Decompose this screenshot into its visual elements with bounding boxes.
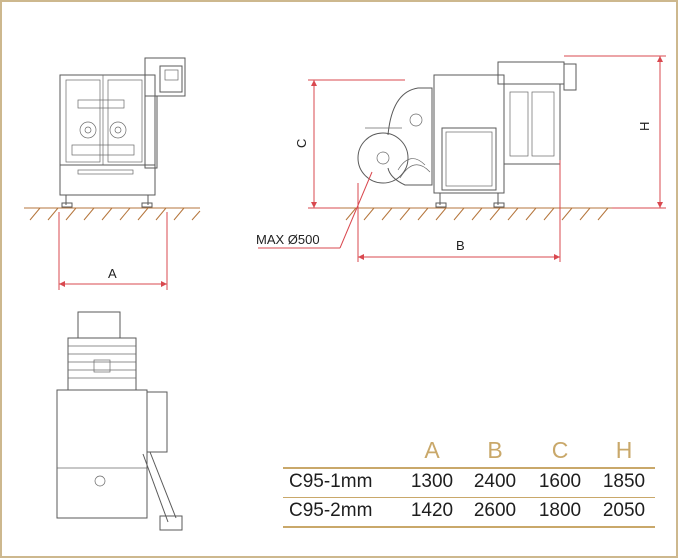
front-view: A: [24, 57, 201, 290]
top-view: [56, 311, 183, 531]
front-ground-hatch: [29, 207, 201, 221]
table-header-row: A B C H: [283, 428, 655, 464]
side-view: C H B MAX Ø500: [256, 55, 666, 262]
table-rule-top: [283, 467, 655, 469]
model-cell: C95-1mm: [289, 470, 373, 492]
value-c-cell: 1600: [538, 470, 582, 492]
table-header-h: H: [615, 437, 633, 463]
dim-a-label: A: [108, 266, 117, 281]
max-roll-label: MAX Ø500: [256, 232, 320, 247]
dim-c-label: C: [294, 139, 309, 148]
value-a-cell: 1300: [410, 470, 454, 492]
value-a-cell: 1420: [410, 499, 454, 521]
table-row: C95-2mm 1420 2600 1800 2050: [283, 498, 655, 523]
value-b-cell: 2600: [473, 499, 517, 521]
dimensions-table: A B C H C95-1mm 1300 2400 1600 1850 C95-…: [283, 428, 655, 528]
value-c-cell: 1800: [538, 499, 582, 521]
table-rule-middle: [283, 497, 655, 498]
value-h-cell: 1850: [602, 470, 646, 492]
dim-h-label: H: [637, 122, 652, 131]
table-header-c: C: [551, 437, 569, 463]
model-cell: C95-2mm: [289, 499, 373, 521]
table-header-b: B: [487, 437, 503, 463]
value-h-cell: 2050: [602, 499, 646, 521]
side-ground-hatch: [345, 207, 609, 221]
table-header-a: A: [424, 437, 440, 463]
table-rule-bottom: [283, 526, 655, 528]
dim-b-label: B: [456, 238, 465, 253]
value-b-cell: 2400: [473, 470, 517, 492]
table-row: C95-1mm 1300 2400 1600 1850: [283, 469, 655, 494]
